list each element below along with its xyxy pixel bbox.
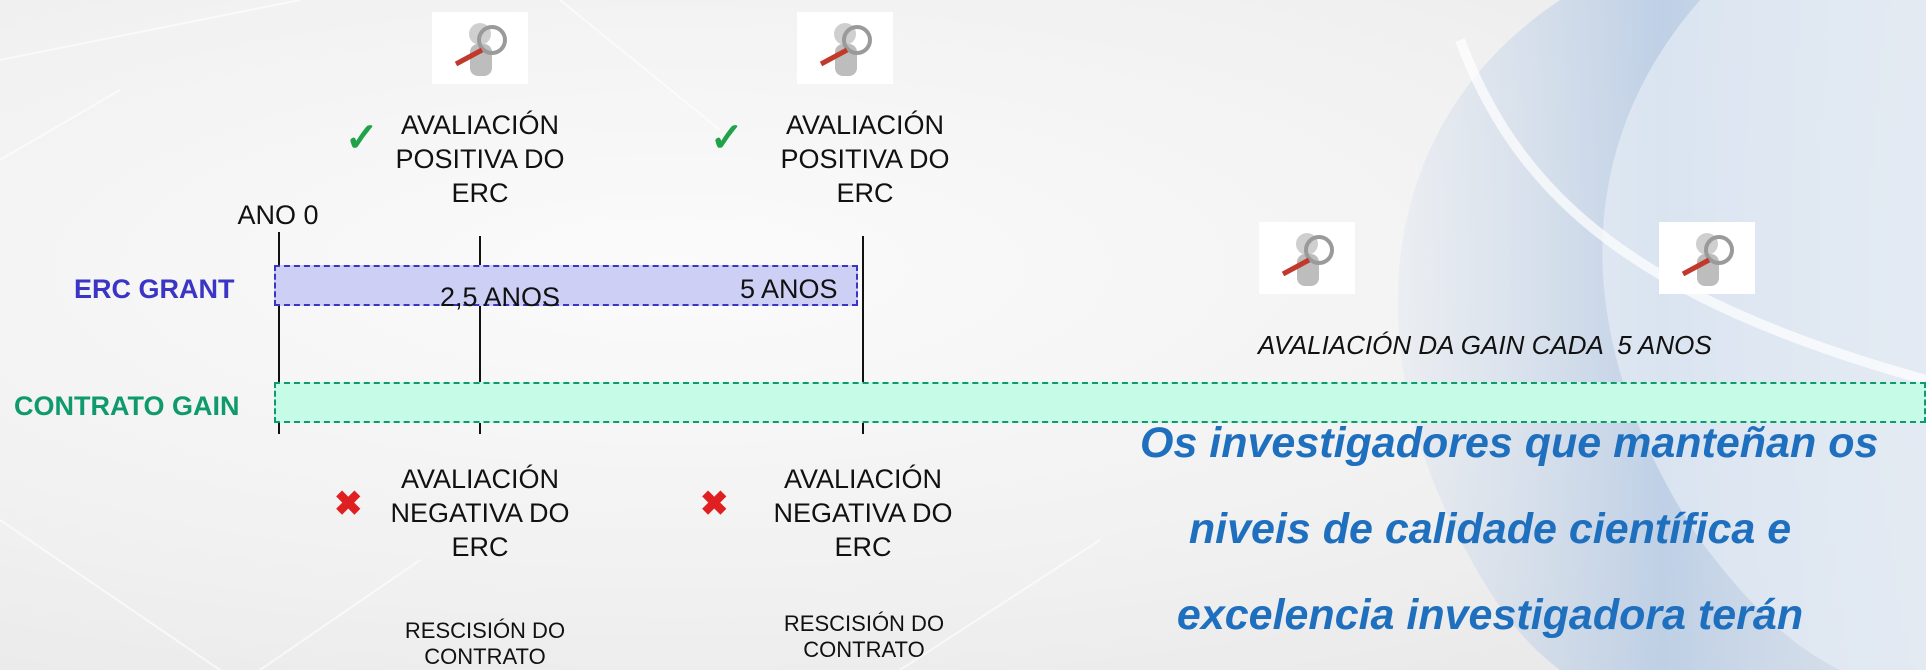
cross-icon: ✖ bbox=[334, 485, 363, 523]
eval-line: NEGATIVA DO bbox=[390, 498, 570, 528]
quote-line-3: excelencia investigadora terán bbox=[1176, 591, 1804, 639]
rescision-line: CONTRATO bbox=[424, 644, 546, 669]
gain-contract-label: CONTRATO GAIN bbox=[14, 391, 240, 421]
rescision-line: RESCISIÓN DO bbox=[783, 611, 945, 636]
timeline-axis-start bbox=[278, 232, 280, 382]
positive-evaluation-1: AVALIACIÓN POSITIVA DO ERC bbox=[370, 108, 590, 210]
eval-line: AVALIACIÓN bbox=[783, 464, 943, 494]
gain-contract-bar bbox=[274, 382, 1926, 423]
timeline-tick bbox=[862, 422, 864, 434]
eval-line: AVALIACIÓN bbox=[785, 110, 945, 140]
check-icon: ✓ bbox=[710, 116, 744, 160]
eval-line: POSITIVA DO bbox=[395, 144, 565, 174]
check-icon: ✓ bbox=[345, 116, 379, 160]
year-zero-label: ANO 0 bbox=[237, 200, 319, 230]
magnifier-person-icon bbox=[1259, 222, 1355, 294]
timeline-axis-end bbox=[862, 236, 864, 382]
gain-evaluation-note: AVALIACIÓN DA GAIN CADA 5 ANOS bbox=[1258, 330, 1712, 360]
eval-line: ERC bbox=[834, 532, 892, 562]
timeline-tick bbox=[278, 422, 280, 434]
negative-evaluation-2: AVALIACIÓN NEGATIVA DO ERC bbox=[748, 462, 978, 564]
rescision-line: CONTRATO bbox=[803, 637, 925, 662]
eval-line: ERC bbox=[451, 532, 509, 562]
eval-line: ERC bbox=[451, 178, 509, 208]
rescision-1: RESCISIÓN DO CONTRATO bbox=[370, 618, 600, 670]
rescision-2: RESCISIÓN DO CONTRATO bbox=[749, 611, 979, 663]
erc-grant-label: ERC GRANT bbox=[74, 274, 235, 304]
rescision-line: RESCISIÓN DO bbox=[404, 618, 566, 643]
eval-line: POSITIVA DO bbox=[780, 144, 950, 174]
positive-evaluation-2: AVALIACIÓN POSITIVA DO ERC bbox=[755, 108, 975, 210]
magnifier-person-icon bbox=[797, 12, 893, 84]
eval-line: AVALIACIÓN bbox=[400, 110, 560, 140]
quote-line-1: Os investigadores que manteñan os bbox=[1140, 419, 1879, 467]
eval-line: NEGATIVA DO bbox=[773, 498, 953, 528]
magnifier-person-icon bbox=[1659, 222, 1755, 294]
erc-grant-bar bbox=[274, 265, 858, 306]
magnifier-person-icon bbox=[432, 12, 528, 84]
quote-line-2: niveis de calidade científica e bbox=[1188, 505, 1792, 553]
negative-evaluation-1: AVALIACIÓN NEGATIVA DO ERC bbox=[365, 462, 595, 564]
timeline-axis-mid bbox=[479, 236, 481, 382]
eval-line: AVALIACIÓN bbox=[400, 464, 560, 494]
end-duration-label: 5 ANOS bbox=[740, 274, 838, 304]
mid-duration-label: 2,5 ANOS bbox=[439, 282, 561, 312]
cross-icon: ✖ bbox=[700, 485, 729, 523]
eval-line: ERC bbox=[836, 178, 894, 208]
timeline-tick bbox=[479, 422, 481, 434]
